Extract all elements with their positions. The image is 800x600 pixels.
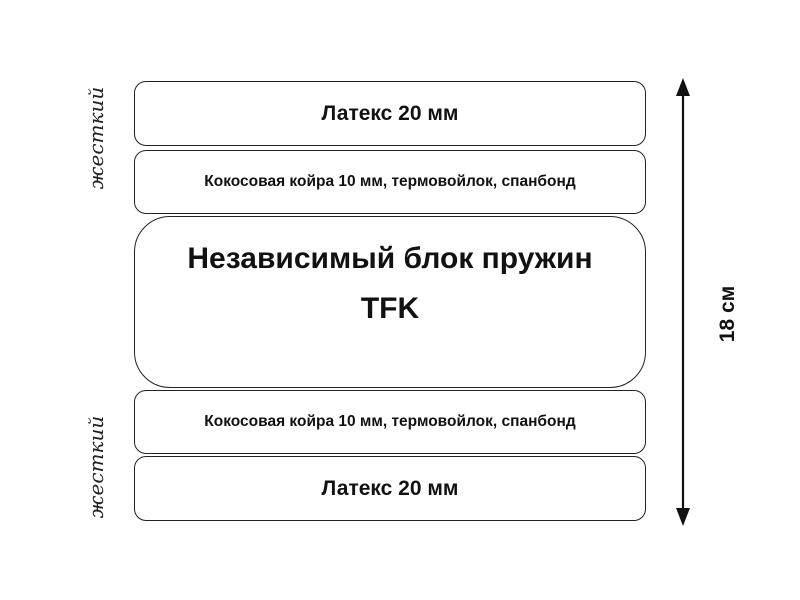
stiffness-label-top: жесткий (84, 86, 108, 190)
height-dimension-label: 18 см (716, 285, 739, 343)
spring-block-model: TFK (360, 292, 420, 325)
layer-latex-top-label: Латекс 20 мм (321, 101, 459, 125)
layer-latex-top: Латекс 20 мм (134, 81, 646, 146)
height-dimension-arrow-icon (676, 78, 690, 526)
layer-coir-top: Кокосовая койра 10 мм, термовойлок, спан… (134, 150, 646, 214)
spring-block-text: Независимый блок пружин TFK (187, 234, 592, 334)
height-arrow-head-bottom (676, 508, 690, 526)
layer-coir-bottom: Кокосовая койра 10 мм, термовойлок, спан… (134, 390, 646, 454)
layer-latex-bottom-label: Латекс 20 мм (321, 476, 459, 500)
layer-latex-bottom: Латекс 20 мм (134, 456, 646, 521)
height-arrow-head-top (676, 78, 690, 96)
layer-spring-block: Независимый блок пружин TFK (134, 216, 646, 388)
stiffness-label-bottom: жесткий (84, 415, 108, 519)
spring-block-title: Независимый блок пружин (187, 242, 593, 275)
layer-coir-top-label: Кокосовая койра 10 мм, термовойлок, спан… (204, 173, 576, 190)
layer-coir-bottom-label: Кокосовая койра 10 мм, термовойлок, спан… (204, 413, 576, 430)
